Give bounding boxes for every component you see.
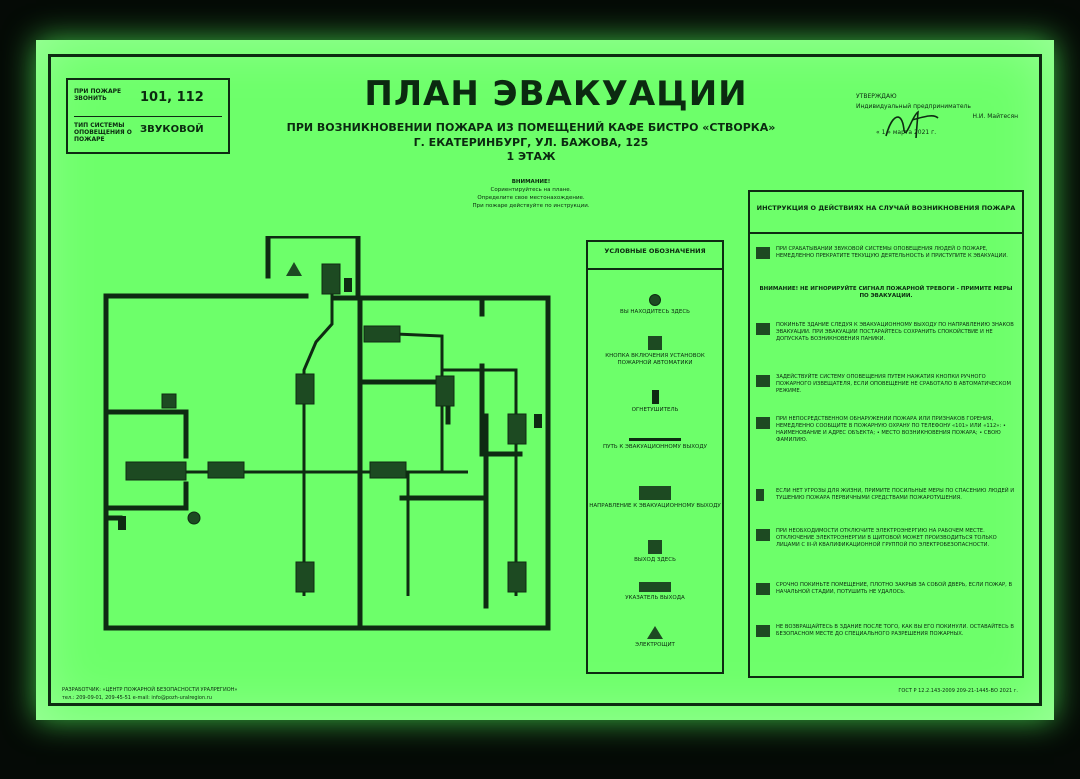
fire-instructions: ИНСТРУКЦИЯ О ДЕЙСТВИЯХ НА СЛУЧАЙ ВОЗНИКН… <box>748 190 1024 678</box>
legend-item: ОГНЕТУШИТЕЛЬ <box>588 390 722 414</box>
legend-item-label: ОГНЕТУШИТЕЛЬ <box>631 407 679 413</box>
exit-sign-icon <box>648 540 662 554</box>
legend-item: КНОПКА ВКЛЮЧЕНИЯ УСТАНОВОК ПОЖАРНОЙ АВТО… <box>588 336 722 367</box>
instruction-warning: ВНИМАНИЕ! НЕ ИГНОРИРУЙТЕ СИГНАЛ ПОЖАРНОЙ… <box>759 286 1013 299</box>
subtitle-venue: ПРИ ВОЗНИКНОВЕНИИ ПОЖАРА ИЗ ПОМЕЩЕНИЙ КА… <box>286 121 776 134</box>
extinguisher-icon <box>344 278 352 292</box>
exit-sign-icon <box>321 263 341 295</box>
approval-name: Н.И. Майтесян <box>972 113 1019 120</box>
direction-arrow-icon <box>369 461 407 479</box>
alarm-button-icon <box>648 336 662 350</box>
attention-line: Определите свое местонахождение. <box>477 195 585 201</box>
no-return-icon <box>756 625 770 637</box>
attention-line: При пожаре действуйте по инструкции. <box>472 203 590 209</box>
alarm-button-icon <box>161 393 177 409</box>
legend-item: ВЫХОД ЗДЕСЬ <box>588 540 722 564</box>
system-value: ЗВУКОВОЙ <box>140 124 204 135</box>
legend-heading: УСЛОВНЫЕ ОБОЗНАЧЕНИЯ <box>588 242 722 270</box>
attention-heading: ВНИМАНИЕ! <box>511 179 551 185</box>
extinguisher-icon <box>756 489 764 501</box>
direction-arrow-icon <box>435 375 455 407</box>
legend-item-label: ВЫХОД ЗДЕСЬ <box>634 557 676 563</box>
exit-indicator-icon <box>125 461 187 481</box>
plan-wall <box>265 236 361 301</box>
page-subtitle: ПРИ ВОЗНИКНОВЕНИИ ПОЖАРА ИЗ ПОМЕЩЕНИЙ КА… <box>246 120 816 150</box>
call-label: ПРИ ПОЖАРЕ ЗВОНИТЬ <box>74 88 122 102</box>
plan-wall <box>357 379 451 425</box>
phone-icon <box>756 417 770 429</box>
legend: УСЛОВНЫЕ ОБОЗНАЧЕНИЯ ВЫ НАХОДИТЕСЬ ЗДЕСЬ… <box>586 240 724 674</box>
approval-position: Индивидуальный предприниматель <box>856 103 971 110</box>
plan-wall <box>103 409 189 459</box>
instructions-heading: ИНСТРУКЦИЯ О ДЕЙСТВИЯХ НА СЛУЧАЙ ВОЗНИКН… <box>750 192 1022 234</box>
plan-wall <box>103 481 189 511</box>
door-icon <box>756 583 770 595</box>
legend-item-label: ВЫ НАХОДИТЕСЬ ЗДЕСЬ <box>620 309 690 315</box>
direction-arrow-icon <box>207 461 245 479</box>
legend-item: НАПРАВЛЕНИЕ К ЭВАКУАЦИОННОМУ ВЫХОДУ <box>588 486 722 510</box>
evacuation-route <box>132 272 518 596</box>
instruction-paragraph: ПРИ НЕПОСРЕДСТВЕННОМ ОБНАРУЖЕНИИ ПОЖАРА … <box>756 416 1016 444</box>
instruction-paragraph: НЕ ВОЗВРАЩАЙТЕСЬ В ЗДАНИЕ ПОСЛЕ ТОГО, КА… <box>756 624 1016 638</box>
direction-arrow-icon <box>507 413 527 445</box>
subtitle-address: Г. ЕКАТЕРИНБУРГ, УЛ. БАЖОВА, 125 <box>413 136 649 149</box>
alarm-button-icon <box>756 375 770 387</box>
legend-item-label: УКАЗАТЕЛЬ ВЫХОДА <box>625 595 685 601</box>
extinguisher-icon <box>118 516 126 530</box>
legend-item: ВЫ НАХОДИТЕСЬ ЗДЕСЬ <box>588 294 722 316</box>
direction-arrow-icon <box>639 486 671 500</box>
exit-arrow-icon <box>756 323 770 335</box>
system-label: ТИП СИСТЕМЫ ОПОВЕЩЕНИЯ О ПОЖАРЕ <box>74 122 132 143</box>
instruction-paragraph: СРОЧНО ПОКИНЬТЕ ПОМЕЩЕНИЕ, ПЛОТНО ЗАКРЫВ… <box>756 582 1016 596</box>
route-line-icon <box>629 438 681 441</box>
instruction-paragraph: ЗАДЕЙСТВУЙТЕ СИСТЕМУ ОПОВЕЩЕНИЯ ПУТЕМ НА… <box>756 374 1016 395</box>
you-are-here-icon <box>187 511 201 525</box>
floor-label: 1 ЭТАЖ <box>506 150 556 163</box>
instruction-paragraph: ПРИ СРАБАТЫВАНИИ ЗВУКОВОЙ СИСТЕМЫ ОПОВЕЩ… <box>756 246 1016 260</box>
speaker-icon <box>756 247 770 259</box>
instruction-paragraph: ПРИ НЕОБХОДИМОСТИ ОТКЛЮЧИТЕ ЭЛЕКТРОЭНЕРГ… <box>756 528 1016 549</box>
legend-item: УКАЗАТЕЛЬ ВЫХОДА <box>588 582 722 602</box>
legend-item: ПУТЬ К ЭВАКУАЦИОННОМУ ВЫХОДУ <box>588 438 722 451</box>
electrical-panel-icon <box>647 626 663 639</box>
footer-developer: РАЗРАБОТЧИК: «ЦЕНТР ПОЖАРНОЙ БЕЗОПАСНОСТ… <box>62 686 412 702</box>
electrical-panel-icon <box>756 529 770 541</box>
evacuation-plan-sheet: ПРИ ПОЖАРЕ ЗВОНИТЬ 101, 112 ТИП СИСТЕМЫ … <box>36 40 1054 720</box>
direction-arrow-icon <box>363 325 401 343</box>
emergency-phone-box: ПРИ ПОЖАРЕ ЗВОНИТЬ 101, 112 ТИП СИСТЕМЫ … <box>66 78 230 154</box>
approval-label: УТВЕРЖДАЮ <box>856 93 897 100</box>
attention-line: Сориентируйтесь на плане. <box>490 187 572 193</box>
instruction-paragraph: ПОКИНЬТЕ ЗДАНИЕ СЛЕДУЯ К ЭВАКУАЦИОННОМУ … <box>756 322 1016 343</box>
floor-plan <box>103 236 551 631</box>
legend-item-label: НАПРАВЛЕНИЕ К ЭВАКУАЦИОННОМУ ВЫХОДУ <box>589 503 721 509</box>
you-are-here-icon <box>649 294 661 306</box>
footer-standard: ГОСТ Р 12.2.143-2009 209-21-1445-ВО 2021… <box>898 688 1018 694</box>
call-value: 101, 112 <box>140 90 204 105</box>
electrical-panel-icon <box>286 262 302 276</box>
developer-name: РАЗРАБОТЧИК: «ЦЕНТР ПОЖАРНОЙ БЕЗОПАСНОСТ… <box>62 687 238 693</box>
exit-sign-icon <box>507 561 527 593</box>
signature-icon <box>885 110 939 139</box>
developer-contacts: тел.: 209-09-01, 209-45-51 e-mail: info@… <box>62 695 212 701</box>
plan-wall <box>479 363 523 457</box>
extinguisher-icon <box>534 414 542 428</box>
exit-indicator-icon <box>639 582 671 592</box>
exit-sign-icon <box>295 561 315 593</box>
approval-block: УТВЕРЖДАЮ Индивидуальный предприниматель… <box>856 92 1026 139</box>
sheet-frame <box>48 54 1042 706</box>
legend-item-label: ПУТЬ К ЭВАКУАЦИОННОМУ ВЫХОДУ <box>603 444 707 450</box>
extinguisher-icon <box>651 390 659 404</box>
legend-item-label: КНОПКА ВКЛЮЧЕНИЯ УСТАНОВОК ПОЖАРНОЙ АВТО… <box>605 353 705 366</box>
legend-item-label: ЭЛЕКТРОЩИТ <box>635 642 675 648</box>
page-title: ПЛАН ЭВАКУАЦИИ <box>364 74 748 114</box>
legend-item: ЭЛЕКТРОЩИТ <box>588 626 722 649</box>
direction-arrow-icon <box>295 373 315 405</box>
instruction-paragraph: ЕСЛИ НЕТ УГРОЗЫ ДЛЯ ЖИЗНИ, ПРИМИТЕ ПОСИЛ… <box>756 488 1016 502</box>
attention-note: ВНИМАНИЕ! Сориентируйтесь на плане. Опре… <box>416 178 646 210</box>
